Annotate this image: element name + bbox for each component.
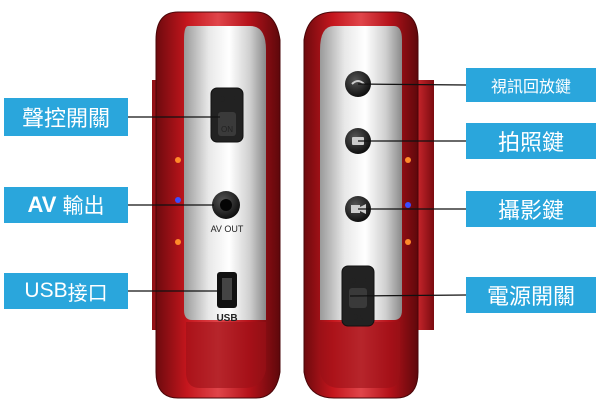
usb-label: USB: [216, 313, 237, 324]
volume-switch-label: 聲控開關: [4, 98, 128, 136]
av-output-label: AV 輸出: [4, 187, 128, 223]
right-indicator-1: [405, 157, 411, 163]
usb-port-pins: [222, 278, 232, 300]
left-device-side-view: OFF ON AV OUT USB: [152, 11, 281, 399]
volume-switch-on-label: ON: [221, 125, 233, 134]
power-switch-label: 電源開關: [466, 277, 596, 313]
power-switch-on-label: ON: [352, 313, 364, 322]
leader-lines: [128, 83, 467, 297]
power-switch-text: 電源開關: [486, 285, 575, 310]
left-device-silver-panel: [184, 26, 266, 320]
volume-switch-off-label: OFF: [219, 95, 235, 104]
photo-key-text: 拍照鍵: [497, 131, 564, 156]
right-device-silver-panel: [320, 26, 402, 320]
volume-switch-knob[interactable]: [218, 112, 236, 136]
right-indicator-2: [405, 202, 411, 208]
leader-playback: [357, 83, 467, 86]
right-indicator-3: [405, 239, 411, 245]
power-switch-knob[interactable]: [349, 288, 367, 308]
av-out-label: AV OUT: [211, 224, 244, 234]
av-out-jack-hole: [220, 199, 232, 211]
leader-power: [349, 294, 467, 297]
photo-key-label: 拍照鍵: [466, 123, 596, 159]
left-indicator-3: [175, 239, 181, 245]
right-device-side-view: OFF ON: [303, 11, 434, 399]
left-indicator-2: [175, 197, 181, 203]
video-key-text: 攝影鍵: [497, 199, 564, 224]
usb-port-text: 接口: [67, 280, 108, 305]
video-playback-text: 視訊回放鍵: [490, 77, 571, 96]
video-playback-label: 視訊回放鍵: [466, 68, 596, 102]
left-indicator-1: [175, 157, 181, 163]
video-key-label: 攝影鍵: [466, 191, 596, 227]
av-output-text: 輸出: [62, 194, 105, 218]
volume-switch-text: 聲控開關: [21, 107, 110, 132]
power-switch-off-label: OFF: [350, 277, 366, 286]
usb-prefix-text: USB: [24, 279, 68, 302]
usb-port-label: USB 接口: [4, 273, 128, 309]
av-prefix-text: AV: [27, 192, 57, 217]
right-device-bottom-trim: [320, 322, 400, 388]
playback-icon: [351, 80, 365, 85]
left-device-bottom-trim: [186, 322, 266, 388]
